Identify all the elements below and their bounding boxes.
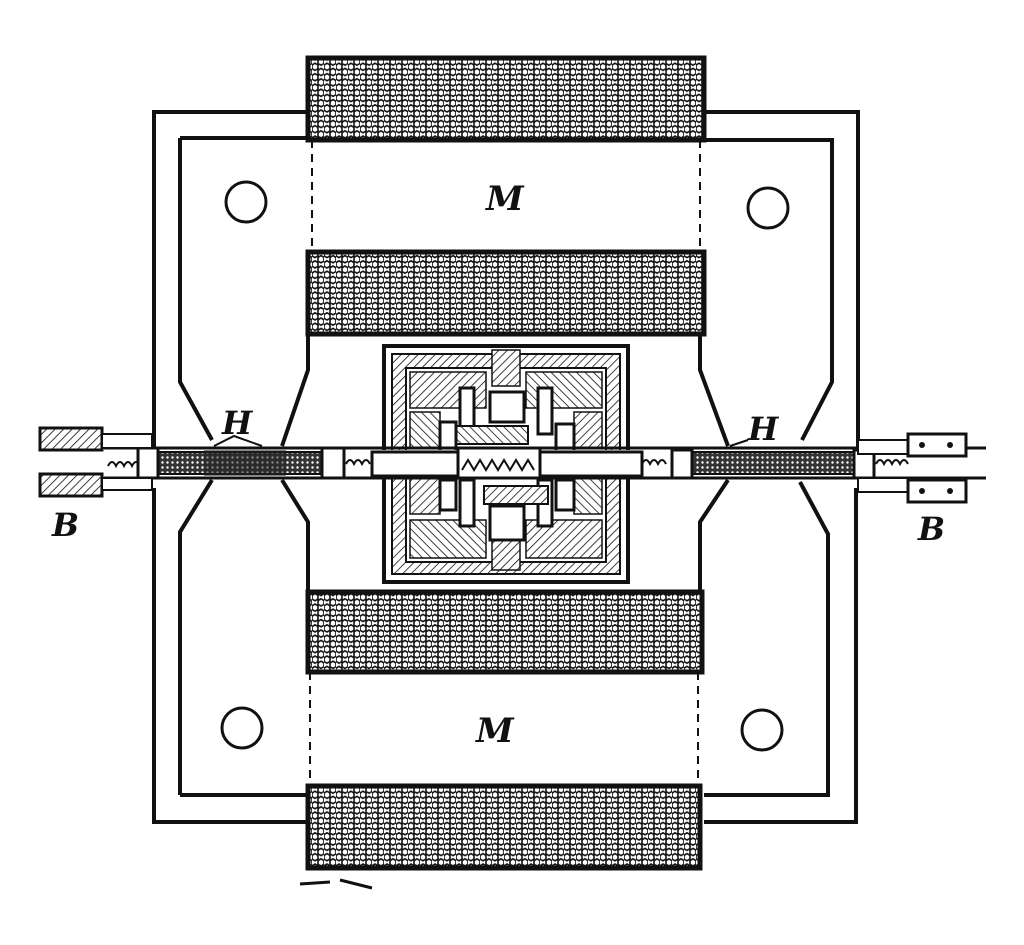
right-terminal: [857, 432, 968, 504]
bolt-holes: [220, 180, 790, 752]
bolt-hole-top-right: [746, 186, 790, 230]
label-left-h: H: [221, 404, 254, 442]
label-left-b: B: [51, 506, 79, 544]
label-upper-magnet: M: [485, 179, 525, 219]
coil-winding-top-inner: [305, 249, 707, 337]
lower-magnet: [305, 589, 705, 871]
label-right-b: B: [917, 510, 945, 548]
coil-winding-bottom-outer: [305, 783, 703, 871]
left-terminal: [38, 426, 153, 498]
horizontal-rod: [104, 446, 986, 480]
coil-winding-top-outer: [305, 55, 707, 143]
upper-magnet: [305, 55, 707, 337]
label-lower-magnet: M: [475, 711, 515, 751]
yoke-frame: [152, 110, 860, 824]
bolt-hole-bottom-left: [220, 706, 264, 750]
h-leaders: [213, 434, 749, 447]
label-right-h: H: [747, 410, 780, 448]
bolt-hole-bottom-right: [740, 708, 784, 752]
bolt-hole-top-left: [224, 180, 268, 224]
coil-winding-bottom-inner: [305, 589, 705, 675]
